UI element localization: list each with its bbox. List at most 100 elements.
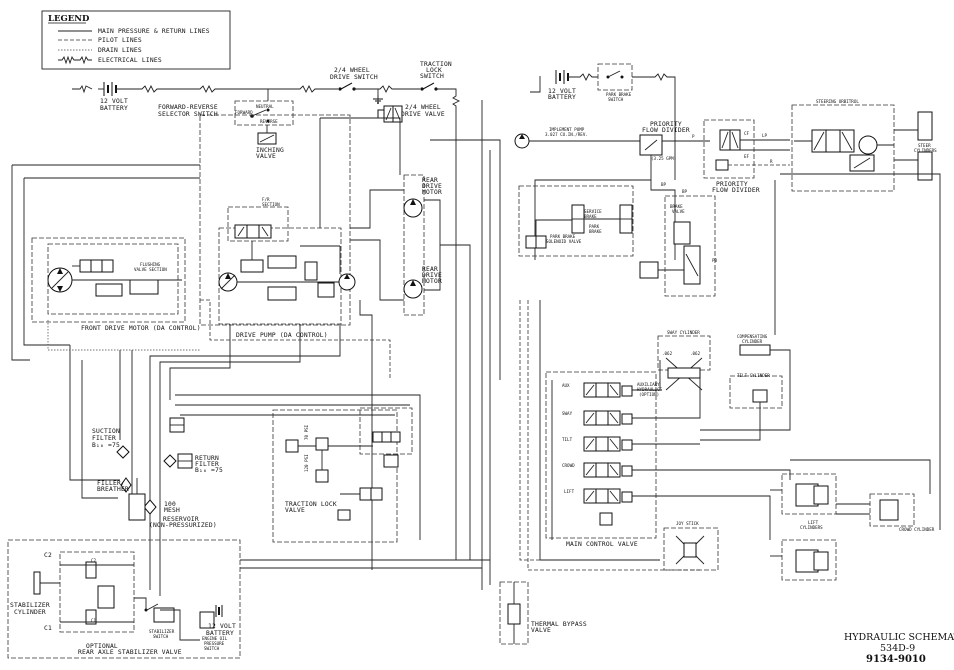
thermal-label: THERMAL BYPASS (531, 621, 587, 628)
rear-drive-label-3: MOTOR (422, 189, 442, 196)
drive-pump-label: DRIVE PUMP (DA CONTROL) (236, 332, 328, 339)
legend-item-drain: DRAIN LINES (98, 47, 142, 54)
battery-right-label: 12 VOLT (548, 88, 576, 95)
port-lp-label: LP (762, 133, 768, 138)
service-brake-label: SERVICE (584, 209, 602, 214)
implement-pump-group: IMPLEMENT PUMP 3.027 CU.IN./REV. PRIORIT… (514, 121, 710, 260)
stabilizer-cylinder-icon (33, 571, 41, 595)
traction-valve-label: TRACTION LOCK (285, 501, 337, 508)
hydraulic-lines-left (11, 100, 501, 596)
stab-valve-label-2: REAR AXLE STABILIZER VALVE (78, 649, 182, 656)
steering-orbitrol-label: STEERING ORBITROL (816, 99, 859, 104)
steering-divider-outline (703, 119, 755, 179)
rear-drive-2-label: REAR (422, 266, 438, 273)
comp-cyl-label-2: CYLINDER (742, 339, 763, 344)
filler-label: FILLER/ (97, 480, 125, 487)
filler-diamond-icon (120, 477, 132, 493)
return-diamond-icon (163, 454, 177, 468)
electrical-circuit-left: 12 VOLT BATTERY 2/4 WHEEL DRIVE SWITCH T… (72, 61, 461, 560)
reservoir-tank-icon (128, 493, 146, 521)
suction-filter-label-3: B₁₀ =75 (92, 442, 120, 449)
aux-hyd-label-2: HYDRAULICS (637, 387, 663, 392)
priority-divider-2-label-2: FLOW DIVIDER (712, 187, 760, 194)
oil-switch-label-3: SWITCH (204, 646, 220, 651)
wheel-switch-label-2: DRIVE SWITCH (330, 74, 378, 81)
priority-divider-label-2: FLOW DIVIDER (642, 127, 690, 134)
oil-pressure-switch-icon (199, 611, 215, 629)
rear-drive-label: REAR (422, 177, 438, 184)
park-brake-label-2: BRAKE (589, 229, 602, 234)
compensating-cylinder-icon (739, 344, 771, 356)
rear-drive-motors: REAR DRIVE MOTOR REAR DRIVE MOTOR (403, 174, 442, 316)
port-r-label: R (770, 159, 773, 164)
battery-bottom-label: 12 VOLT (208, 623, 236, 630)
brake-valve-label-2: VALVE (672, 209, 685, 214)
forward-label: FORWARD (235, 110, 253, 115)
traction-lock-valve-block: 120 PSI 70 PSI TRACTION LOCK VALVE (272, 407, 413, 543)
joystick: JOY STICK (663, 521, 719, 571)
spool-tilt-label: TILT (562, 437, 573, 442)
steer-cylinder-icon (917, 111, 933, 141)
park-switch-label: PARK BRAKE (606, 92, 632, 97)
main-control-valve: AUX SWAY TILT CROWD LIFT MAIN CONTROL VA… (519, 300, 791, 571)
joystick-label: JOY STICK (676, 521, 699, 526)
stabilizer-switch-icon (144, 603, 175, 623)
stab-cyl-label: STABILIZER (10, 602, 50, 609)
inching-label: INCHING (256, 147, 284, 154)
spool-sway-label: SWAY (562, 411, 573, 416)
comp-cyl-label: COMPENSATING (737, 334, 768, 339)
title-block: HYDRAULIC SCHEMATIC 534D-9 9134-9010 (844, 632, 954, 665)
return-filter-label-3: B₁₀ =75 (195, 467, 223, 474)
park-brake-switch-outline (597, 63, 633, 91)
port-ef-label: EF (744, 154, 750, 159)
brake-group: SERVICE BRAKE PARK BRAKE PARK BRAKE SOLE… (518, 185, 634, 257)
reservoir-label-2: (NON-PRESSURIZED) (149, 522, 217, 529)
brake-outline (518, 185, 634, 257)
flushing-label-2: VALVE SECTION (134, 267, 167, 272)
spool-tilt (583, 436, 633, 452)
stabilizer-outline (7, 539, 241, 659)
park-solenoid-label-2: SOLENOID VALVE (546, 239, 582, 244)
rear-drive-label-2: DRIVE (422, 183, 442, 190)
filler-label-2: BREATHER (97, 486, 129, 493)
electrical-line-main (116, 84, 338, 94)
return-filter-label: RETURN (195, 455, 219, 462)
spool-aux-label: AUX (562, 383, 570, 388)
wheel-valve-label-2: DRIVE VALVE (401, 111, 445, 118)
spool-crowd (583, 462, 633, 478)
front-drive-motor-block: FLUSHING VALVE SECTION FRONT DRIVE MOTOR… (31, 237, 201, 332)
battery-right-icon (555, 70, 569, 84)
electrical-circuit-right: 12 VOLT BATTERY PARK BRAKE SWITCH (530, 63, 676, 180)
priority-divider-label: PRIORITY (650, 121, 682, 128)
port-p-label: P (692, 134, 695, 139)
legend-title: LEGEND (48, 14, 90, 24)
steering-orbitrol: STEERING ORBITROL STEER CYLINDERS (791, 99, 937, 192)
front-motor-outline (31, 237, 186, 323)
priority-divider-2-label: PRIORITY (716, 181, 748, 188)
tilt-cyl-label: TILT CYLINDER (737, 373, 770, 378)
service-brake-label-2: BRAKE (584, 214, 597, 219)
steer-cyl-label: STEER (918, 143, 931, 148)
port-cf-label: CF (744, 131, 750, 136)
stab-valve-label: OPTIONAL (86, 643, 118, 650)
fr-switch-label-2: SELECTOR SWITCH (158, 111, 218, 118)
orifice-a-label: .062 (662, 351, 673, 356)
drive-pump-outline (218, 227, 342, 325)
thermal-bypass-icon (507, 603, 521, 625)
main-control-label: MAIN CONTROL VALVE (566, 541, 638, 548)
spool-crowd-label: CROWD (562, 463, 575, 468)
thermal-bypass-valve: THERMAL BYPASS VALVE (499, 581, 587, 645)
brake-valve-outline (664, 195, 716, 297)
traction-switch-label: TRACTION (420, 61, 452, 68)
wheel-switch-label: 2/4 WHEEL (334, 67, 370, 74)
title-line-3: 9134-9010 (866, 654, 926, 665)
stab-switch-label-2: SWITCH (153, 634, 169, 639)
spool-lift-label: LIFT (564, 489, 575, 494)
port-bp2-label: BP (682, 189, 688, 194)
stabilizer-valve-block: C2 C1 C2 C1 STABILIZER CYLINDER OPTIONAL… (7, 539, 241, 659)
oil-switch-label: ENGINE OIL (202, 636, 228, 641)
battery-left-label-2: BATTERY (100, 105, 128, 112)
rear-drive-2-label-3: MOTOR (422, 278, 442, 285)
steering-motor-icon (858, 135, 878, 155)
suction-diamond-icon (116, 445, 130, 459)
